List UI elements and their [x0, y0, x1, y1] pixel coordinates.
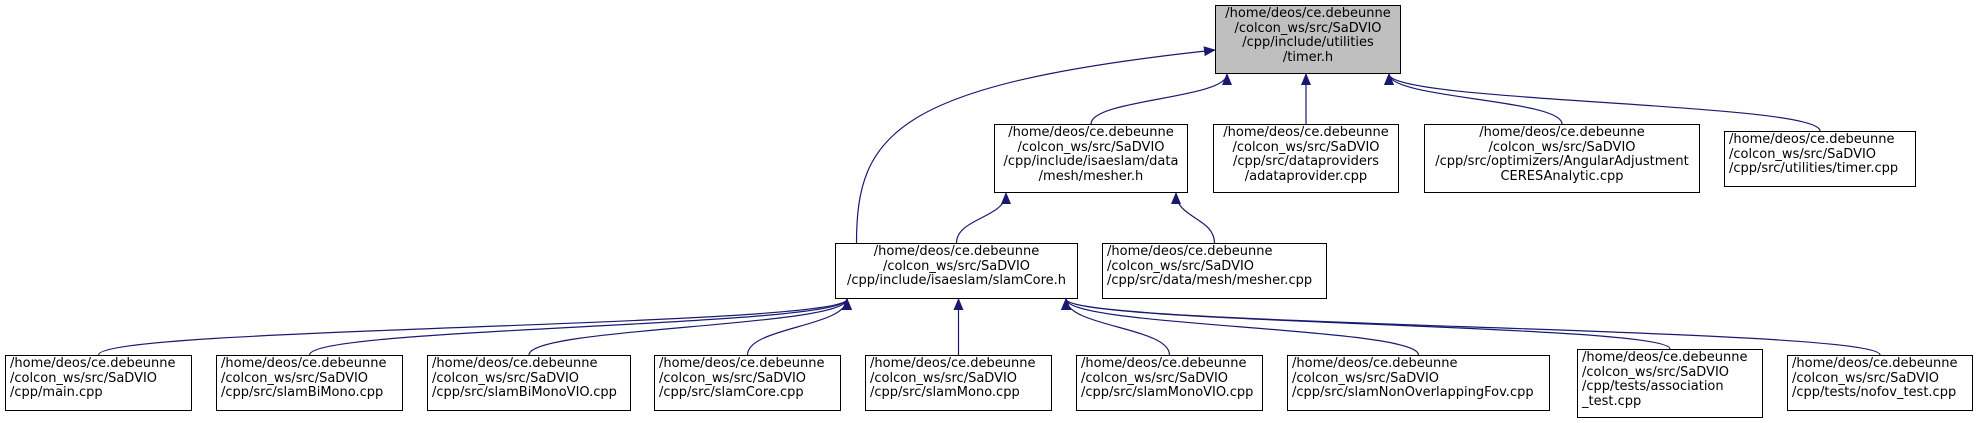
edge-slamcore_h-to-timer_h: [855, 46, 1216, 244]
edge-main_cpp-to-slamcore_h: [97, 298, 852, 356]
node-main-cpp[interactable]: /home/deos/ce.debeunne /colcon_ws/src/Sa…: [5, 355, 192, 411]
edge-angular_cpp-to-timer_h: [1384, 73, 1563, 125]
edge-slammonovio_cpp-to-slamcore_h: [1061, 298, 1171, 356]
edge-mesher_cpp-to-mesher_h: [1171, 192, 1216, 244]
node-slambimonovio-cpp[interactable]: /home/deos/ce.debeunne /colcon_ws/src/Sa…: [427, 355, 631, 411]
node-slamcore-cpp[interactable]: /home/deos/ce.debeunne /colcon_ws/src/Sa…: [654, 355, 841, 411]
node-association-test-cpp[interactable]: /home/deos/ce.debeunne /colcon_ws/src/Sa…: [1577, 349, 1763, 418]
edge-slamcore_h-to-mesher_h: [955, 192, 1011, 244]
edge-slamcore_cpp-to-slamcore_h: [746, 298, 852, 356]
node-adataprovider-cpp[interactable]: /home/deos/ce.debeunne /colcon_ws/src/Sa…: [1213, 124, 1399, 193]
node-mesher-h[interactable]: /home/deos/ce.debeunne /colcon_ws/src/Sa…: [994, 124, 1188, 193]
node-slambimono-cpp[interactable]: /home/deos/ce.debeunne /colcon_ws/src/Sa…: [216, 355, 403, 411]
node-slamcore-h[interactable]: /home/deos/ce.debeunne /colcon_ws/src/Sa…: [835, 243, 1078, 299]
node-mesher-cpp[interactable]: /home/deos/ce.debeunne /colcon_ws/src/Sa…: [1102, 243, 1327, 299]
node-slammono-cpp[interactable]: /home/deos/ce.debeunne /colcon_ws/src/Sa…: [865, 355, 1052, 411]
edge-timer_cpp-to-timer_h: [1384, 73, 1821, 132]
node-slammonovio-cpp[interactable]: /home/deos/ce.debeunne /colcon_ws/src/Sa…: [1076, 355, 1263, 411]
edge-slamnonoverlapping_cpp-to-slamcore_h: [1061, 298, 1420, 356]
node-angular-adjustment-ceres-analytic-cpp[interactable]: /home/deos/ce.debeunne /colcon_ws/src/Sa…: [1424, 124, 1700, 193]
edge-slambimono_cpp-to-slamcore_h: [308, 298, 852, 356]
node-nofov-test-cpp[interactable]: /home/deos/ce.debeunne /colcon_ws/src/Sa…: [1787, 355, 1973, 411]
node-timer-cpp[interactable]: /home/deos/ce.debeunne /colcon_ws/src/Sa…: [1724, 131, 1916, 187]
node-slamnonoverlappingfov-cpp[interactable]: /home/deos/ce.debeunne /colcon_ws/src/Sa…: [1287, 355, 1550, 411]
edge-slambimonovio_cpp-to-slamcore_h: [528, 298, 852, 356]
edge-association_test_cpp-to-slamcore_h: [1061, 298, 1671, 350]
edge-mesher_h-to-timer_h: [1090, 73, 1232, 125]
edge-nofov_test_cpp-to-slamcore_h: [1061, 298, 1881, 356]
node-timer-h[interactable]: /home/deos/ce.debeunne /colcon_ws/src/Sa…: [1215, 5, 1401, 74]
